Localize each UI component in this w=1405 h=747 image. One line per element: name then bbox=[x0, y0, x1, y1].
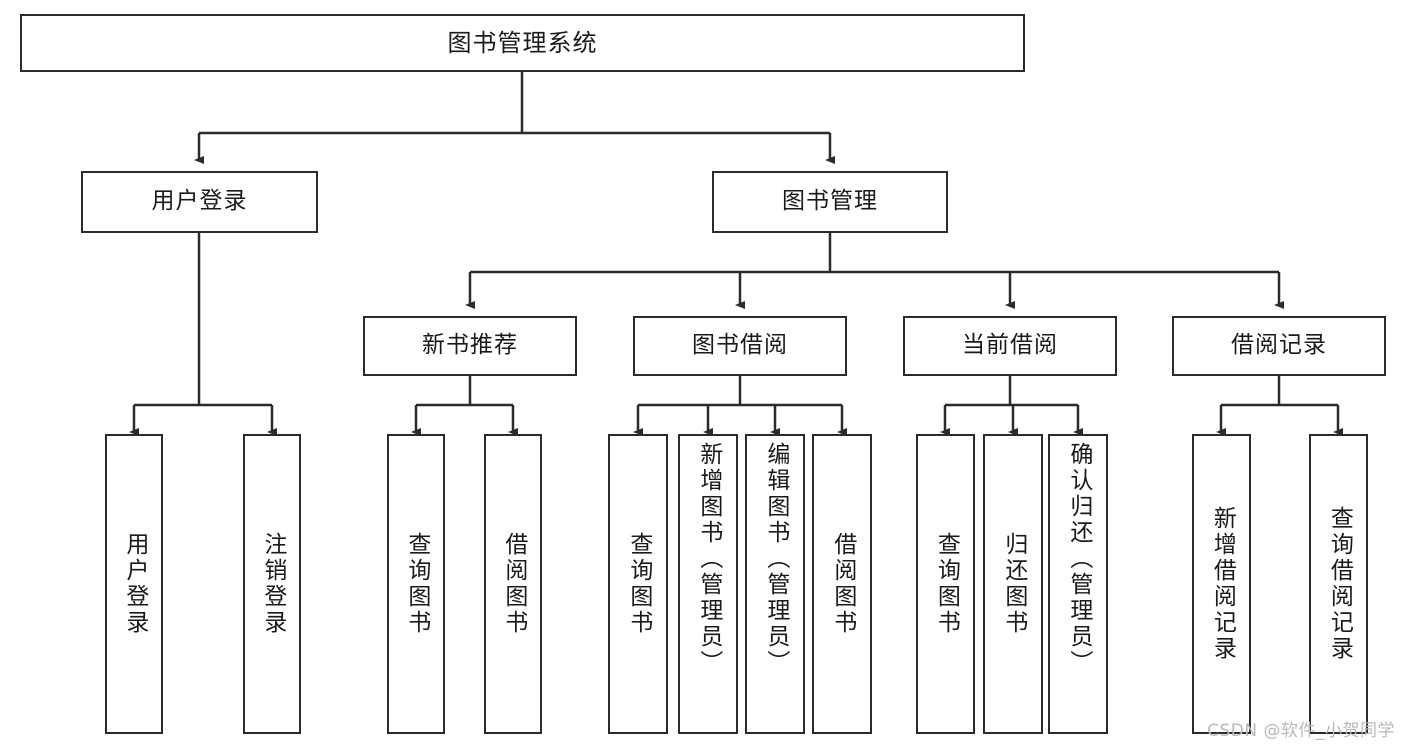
node-book-borrow[interactable]: 图书借阅 bbox=[633, 316, 847, 376]
leaf-label: 确认归还（管理员） bbox=[1065, 442, 1092, 676]
leaf-user-login-login[interactable]: 用户登录 bbox=[105, 434, 163, 734]
node-user-login[interactable]: 用户登录 bbox=[81, 171, 318, 233]
leaf-label: 新增借阅记录 bbox=[1209, 506, 1236, 662]
node-label: 图书借阅 bbox=[692, 332, 788, 359]
leaf-label: 借阅图书 bbox=[500, 532, 527, 636]
leaf-label: 借阅图书 bbox=[829, 532, 856, 636]
leaf-new-book-borrow-book[interactable]: 借阅图书 bbox=[484, 434, 542, 734]
node-current-borrow[interactable]: 当前借阅 bbox=[903, 316, 1117, 376]
node-label: 用户登录 bbox=[151, 188, 248, 215]
leaf-book-borrow-query-book[interactable]: 查询图书 bbox=[608, 434, 668, 734]
leaf-label: 查询图书 bbox=[625, 532, 652, 636]
node-label: 借阅记录 bbox=[1231, 332, 1327, 359]
leaf-label: 归还图书 bbox=[1000, 532, 1027, 636]
node-label: 图书管理 bbox=[782, 188, 878, 215]
leaf-book-borrow-add-book-admin[interactable]: 新增图书（管理员） bbox=[678, 434, 738, 734]
node-new-book-recommend[interactable]: 新书推荐 bbox=[363, 316, 577, 376]
leaf-current-borrow-confirm-return-admin[interactable]: 确认归还（管理员） bbox=[1048, 434, 1108, 734]
leaf-label: 查询图书 bbox=[403, 532, 430, 636]
leaf-borrow-record-add-record[interactable]: 新增借阅记录 bbox=[1192, 434, 1251, 734]
leaf-current-borrow-return-book[interactable]: 归还图书 bbox=[983, 434, 1043, 734]
leaf-book-borrow-borrow-book[interactable]: 借阅图书 bbox=[812, 434, 872, 734]
leaf-label: 新增图书（管理员） bbox=[695, 442, 722, 676]
leaf-user-login-logout[interactable]: 注销登录 bbox=[243, 434, 301, 734]
node-book-management[interactable]: 图书管理 bbox=[712, 171, 948, 233]
leaf-label: 查询借阅记录 bbox=[1326, 506, 1353, 662]
node-borrow-record[interactable]: 借阅记录 bbox=[1172, 316, 1386, 376]
leaf-label: 用户登录 bbox=[121, 532, 148, 636]
leaf-borrow-record-query-record[interactable]: 查询借阅记录 bbox=[1309, 434, 1368, 734]
leaf-book-borrow-edit-book-admin[interactable]: 编辑图书（管理员） bbox=[745, 434, 805, 734]
leaf-new-book-query-book[interactable]: 查询图书 bbox=[387, 434, 445, 734]
leaf-current-borrow-query-book[interactable]: 查询图书 bbox=[916, 434, 975, 734]
node-root-book-management-system[interactable]: 图书管理系统 bbox=[20, 14, 1025, 72]
node-label: 图书管理系统 bbox=[447, 28, 598, 57]
leaf-label: 注销登录 bbox=[259, 532, 286, 636]
leaf-label: 编辑图书（管理员） bbox=[762, 442, 789, 676]
csdn-watermark: CSDN @软件_小贺同学 bbox=[1207, 721, 1395, 741]
node-label: 当前借阅 bbox=[962, 332, 1058, 359]
leaf-label: 查询图书 bbox=[933, 532, 960, 636]
node-label: 新书推荐 bbox=[422, 332, 518, 359]
